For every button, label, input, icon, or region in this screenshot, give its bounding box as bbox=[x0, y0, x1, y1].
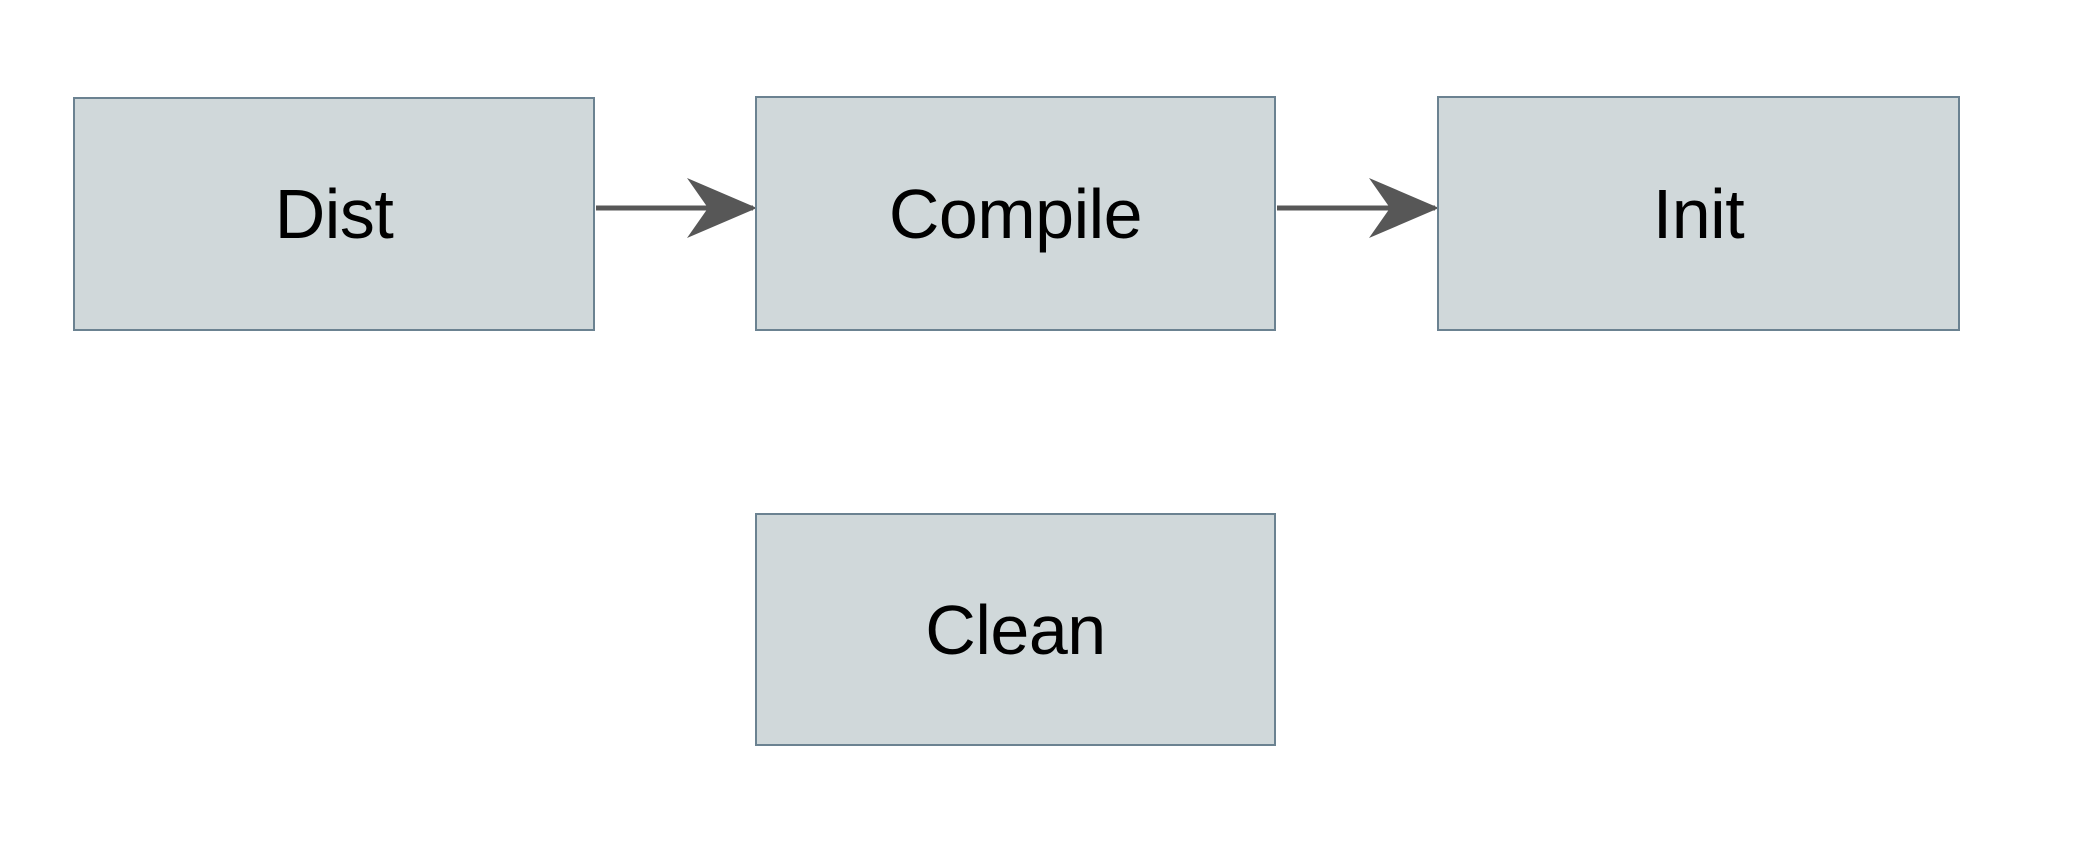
node-compile-label: Compile bbox=[888, 174, 1143, 253]
node-init-label: Init bbox=[1652, 174, 1745, 253]
node-clean-label: Clean bbox=[925, 590, 1106, 669]
node-dist-label: Dist bbox=[274, 175, 394, 253]
node-compile[interactable]: Compile bbox=[755, 96, 1276, 331]
node-dist[interactable]: Dist bbox=[73, 97, 595, 331]
node-clean[interactable]: Clean bbox=[755, 513, 1276, 746]
node-init[interactable]: Init bbox=[1437, 96, 1960, 331]
